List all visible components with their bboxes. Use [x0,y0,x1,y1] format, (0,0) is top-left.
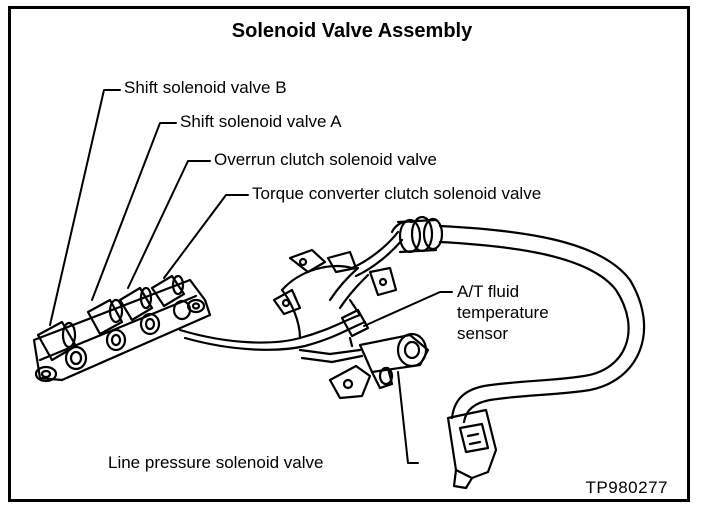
label-line-pressure-solenoid: Line pressure solenoid valve [108,453,324,472]
main-cable [438,224,646,424]
leader-shift-a [91,122,177,301]
leader-lines [49,89,453,464]
solenoid-cylinders [36,274,186,362]
diagram-frame [8,6,690,502]
valve-ports [64,299,192,371]
label-shift-solenoid-a: Shift solenoid valve A [180,112,342,131]
label-fluid-temp-line2: temperature [457,303,549,322]
leader-fluid-temp [363,291,453,327]
diagram-title: Solenoid Valve Assembly [231,20,473,42]
figure-code: TP980277 [585,478,668,497]
label-fluid-temp-line3: sensor [457,324,509,343]
line-pressure-solenoid [298,332,430,400]
label-torque-converter-solenoid: Torque converter clutch solenoid valve [252,184,542,203]
valve-body [32,278,212,383]
leader-shift-b [49,89,121,326]
leader-torque [163,194,249,279]
leader-line-pressure [397,371,419,464]
wiring-harness [178,230,404,351]
harness-connector [446,408,498,490]
label-overrun-clutch-solenoid: Overrun clutch solenoid valve [214,150,438,169]
label-fluid-temp-line1: A/T fluid [457,282,520,301]
label-shift-solenoid-b: Shift solenoid valve B [124,78,287,97]
leader-overrun [127,160,211,289]
harness-grommet [390,215,444,254]
